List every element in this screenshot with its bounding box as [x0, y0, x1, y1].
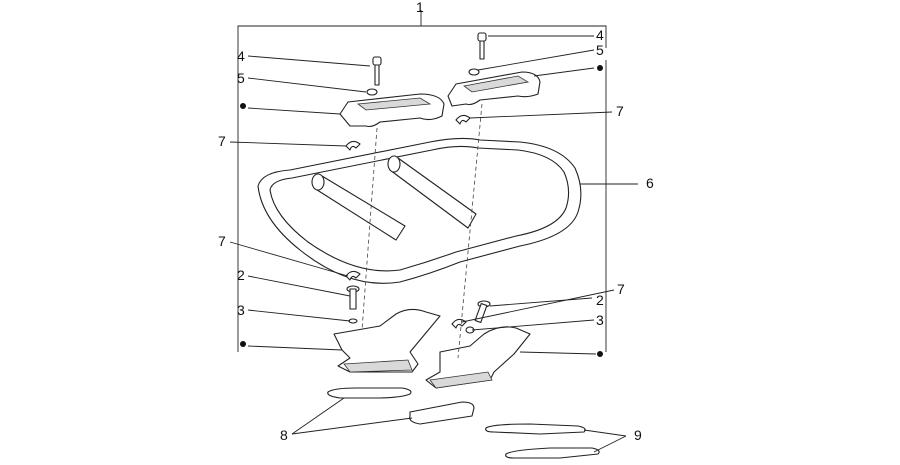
callout-2-right: 2 [596, 292, 604, 308]
clip-lower-left [345, 270, 361, 281]
callout-4-right: 4 [596, 27, 604, 43]
callout-4-left: 4 [237, 48, 245, 64]
assembly-bracket: 1 [237, 0, 607, 352]
callout-6: 6 [646, 175, 654, 191]
washer-top-right [468, 68, 480, 76]
callout-2-left: 2 [237, 267, 245, 283]
callout-9: 9 [634, 427, 642, 443]
screw-left [346, 285, 360, 310]
callout-3-left: 3 [237, 302, 245, 318]
callout-8: 8 [280, 427, 288, 443]
callout-7-upper-left: 7 [218, 133, 226, 149]
lower-bracket-right [425, 326, 531, 389]
clip-lower-right [451, 318, 467, 329]
screw-right [474, 300, 491, 324]
callout-7-upper-right: 7 [616, 103, 624, 119]
callout-3-right: 3 [596, 312, 604, 328]
top-clamp-right [447, 71, 541, 107]
leader-lines [229, 35, 638, 453]
gasket-left [327, 387, 412, 399]
callout-labels: 4 5 7 6 4 5 7 7 2 3 7 2 3 8 9 [218, 27, 654, 443]
washer-top-left [366, 88, 378, 96]
callout-5-right: 5 [596, 42, 604, 58]
bolt-top-right [477, 32, 487, 60]
callout-7-lower-left: 7 [218, 233, 226, 249]
clip-upper-right [455, 114, 471, 125]
callout-5-left: 5 [237, 70, 245, 86]
pad-lower [505, 447, 600, 459]
callout-1-label: 1 [416, 0, 424, 15]
washer-lower-left [348, 318, 358, 324]
gasket-right [409, 401, 475, 425]
top-clamp-left [339, 93, 445, 128]
pad-upper [485, 423, 586, 435]
lower-bracket-left [333, 308, 441, 373]
callout-7-lower-right: 7 [617, 281, 625, 297]
rack-frame [257, 137, 582, 284]
reference-dots [240, 65, 603, 357]
bolt-top-left [372, 56, 382, 86]
clip-upper-left [345, 140, 361, 151]
